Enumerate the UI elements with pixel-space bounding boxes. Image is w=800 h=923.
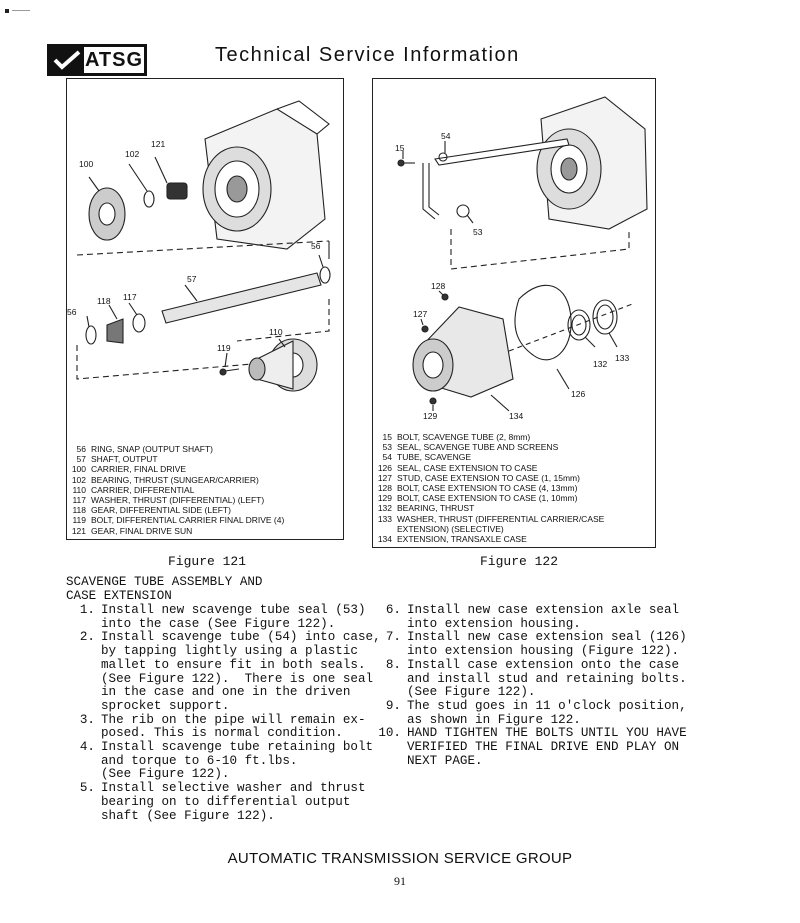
callout-126: 126 — [571, 389, 585, 399]
step-item: 5.Install selective washer and thrust be… — [79, 781, 366, 823]
callout-54: 54 — [441, 131, 451, 141]
callout-118: 118 — [97, 296, 111, 306]
step-item: 10.HAND TIGHTEN THE BOLTS UNTIL YOU HAVE… — [378, 726, 687, 768]
callout-132: 132 — [593, 359, 607, 369]
step-item: 4.Install scavenge tube retaining bolt a… — [79, 740, 374, 782]
callout-127: 127 — [413, 309, 427, 319]
figure-121-caption: Figure 121 — [168, 554, 247, 569]
callout-119: 119 — [217, 343, 231, 353]
step-item: 6.Install new case extension axle seal i… — [385, 603, 680, 631]
legend-row: EXTENSION) (SELECTIVE) — [397, 523, 504, 534]
logo-text: ATSG — [84, 48, 144, 71]
step-item: 1.Install new scavenge tube seal (53) in… — [79, 603, 366, 631]
callout-53: 53 — [473, 227, 483, 237]
step-item: 2.Install scavenge tube (54) into case, … — [79, 630, 381, 713]
callout-129: 129 — [423, 411, 437, 421]
checkmark-logo-icon — [50, 47, 84, 73]
section-title-line1: SCAVENGE TUBE ASSEMBLY AND — [66, 575, 263, 589]
callout-133: 133 — [615, 353, 629, 363]
section-title: SCAVENGE TUBE ASSEMBLY AND CASE EXTENSIO… — [66, 575, 263, 603]
step-item: 9.The stud goes in 11 o'clock position, … — [385, 698, 687, 727]
callout-134: 134 — [509, 411, 523, 421]
callout-100: 100 — [79, 159, 93, 169]
page-number: 91 — [394, 874, 406, 888]
steps-right: 6.Install new case extension axle seal i… — [374, 603, 694, 768]
callout-56a: 56 — [311, 241, 321, 251]
figure-121-illustration: 121 102 100 56 57 117 118 56 110 119 — [67, 100, 331, 392]
callout-57: 57 — [187, 274, 197, 284]
callout-110: 110 — [269, 327, 283, 337]
callout-56b: 56 — [67, 307, 77, 317]
scan-line — [12, 10, 30, 11]
callout-128: 128 — [431, 281, 445, 291]
footer-org: AUTOMATIC TRANSMISSION SERVICE GROUP — [227, 850, 573, 867]
figure-122-illustration: 54 15 53 128 127 132 133 126 129 134 — [395, 96, 648, 421]
scan-mark — [5, 9, 9, 13]
step-item: 8.Install case extension onto the case a… — [385, 657, 687, 700]
step-item: 3.The rib on the pipe will remain ex- po… — [79, 712, 366, 741]
page-title: Technical Service Information — [215, 44, 520, 66]
callout-102: 102 — [125, 149, 139, 159]
section-title-line2: CASE EXTENSION — [66, 588, 172, 603]
callout-121: 121 — [151, 139, 165, 149]
step-item: 7.Install new case extension seal (126) … — [385, 630, 687, 659]
callout-15: 15 — [395, 143, 405, 153]
figure-122-caption: Figure 122 — [480, 554, 559, 569]
steps-left: 1.Install new scavenge tube seal (53) in… — [68, 603, 381, 823]
callout-117: 117 — [123, 292, 137, 302]
atsg-logo: ATSG — [47, 44, 147, 76]
